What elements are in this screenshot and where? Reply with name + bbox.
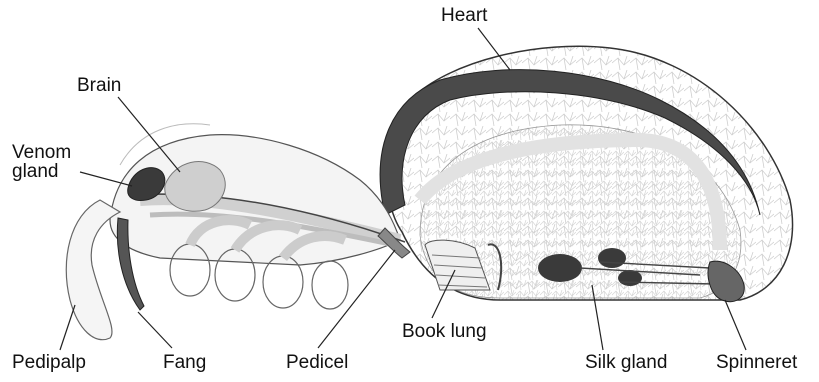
- label-venom-gland-line2: gland: [12, 162, 92, 181]
- leg-bases: [170, 220, 348, 309]
- label-spinneret: Spinneret: [716, 353, 797, 374]
- label-silk-gland: Silk gland: [585, 353, 667, 374]
- label-fang: Fang: [163, 353, 206, 374]
- label-book-lung: Book lung: [402, 322, 487, 343]
- label-pedipalp: Pedipalp: [12, 353, 86, 374]
- label-venom-gland: Venom gland: [12, 143, 92, 181]
- label-pedicel: Pedicel: [286, 353, 348, 374]
- label-heart: Heart: [441, 6, 487, 27]
- label-venom-gland-line1: Venom: [12, 143, 92, 162]
- label-brain: Brain: [77, 76, 121, 97]
